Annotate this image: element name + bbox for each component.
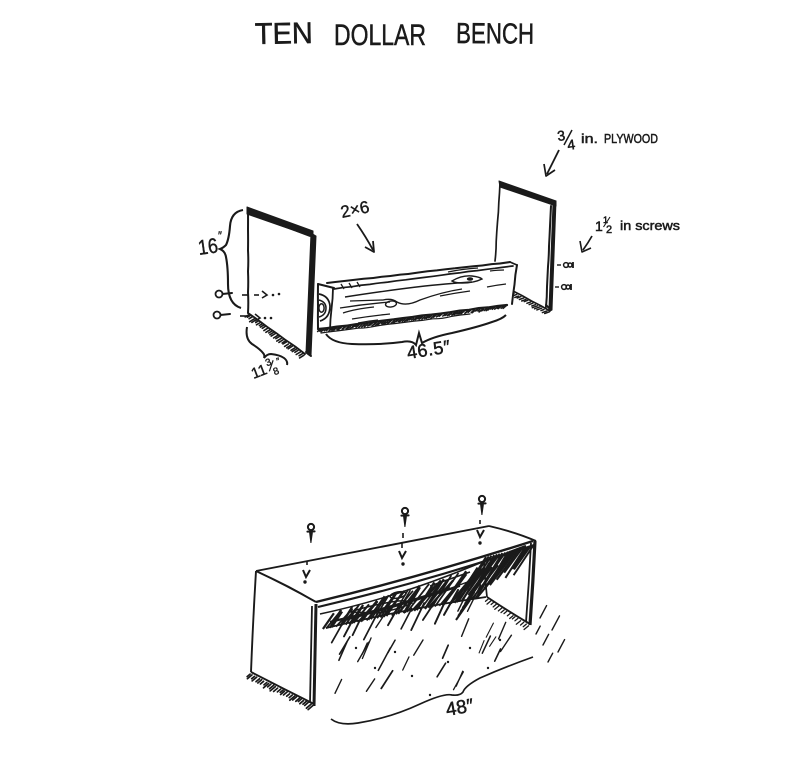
svg-text:″: ″ <box>218 230 222 242</box>
svg-text:in screws: in screws <box>620 218 681 233</box>
svg-text:BENCH: BENCH <box>456 18 534 51</box>
svg-text:DOLLAR: DOLLAR <box>334 19 426 52</box>
svg-text:16: 16 <box>196 234 219 260</box>
svg-text:TEN: TEN <box>255 17 314 51</box>
svg-text:2: 2 <box>606 224 612 236</box>
svg-text:in.: in. <box>581 131 598 146</box>
svg-text:1: 1 <box>595 218 603 234</box>
svg-text:PLYWOOD: PLYWOOD <box>604 131 658 146</box>
